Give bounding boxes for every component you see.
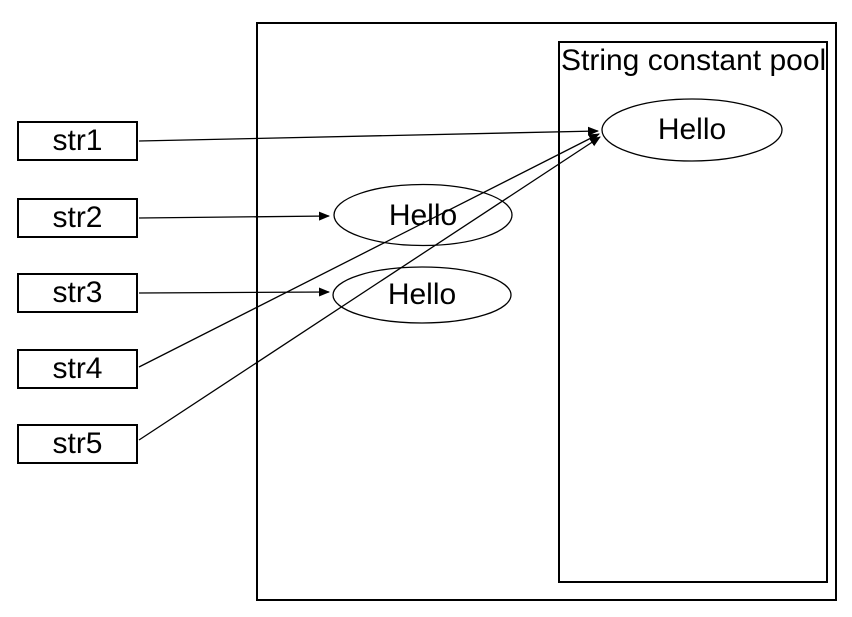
reference-box-str1: str1 <box>17 121 138 161</box>
arrow-str5-to-pool-hello <box>138 136 601 441</box>
arrow-str3-to-heap-hello-2 <box>138 287 330 297</box>
reference-box-str2: str2 <box>17 198 138 238</box>
reference-box-str5: str5 <box>17 424 138 464</box>
string-constant-pool-title: String constant pool <box>561 44 827 77</box>
reference-label-str5: str5 <box>52 427 103 460</box>
arrow-str1-to-pool-hello <box>138 126 599 142</box>
reference-label-str2: str2 <box>52 201 103 234</box>
heap-boundary <box>256 22 837 601</box>
heap-hello-object-1-ellipse <box>333 183 513 247</box>
reference-label-str4: str4 <box>52 352 103 385</box>
reference-label-str1: str1 <box>52 124 103 157</box>
pool-hello-object-ellipse <box>601 98 783 162</box>
reference-label-str3: str3 <box>52 276 103 309</box>
string-constant-pool-boundary <box>558 41 828 583</box>
reference-box-str4: str4 <box>17 349 138 389</box>
heap-hello-object-2-ellipse <box>332 266 512 324</box>
reference-box-str3: str3 <box>17 273 138 313</box>
arrow-str4-to-pool-hello <box>138 133 600 368</box>
arrow-str2-to-heap-hello-1 <box>138 211 330 221</box>
